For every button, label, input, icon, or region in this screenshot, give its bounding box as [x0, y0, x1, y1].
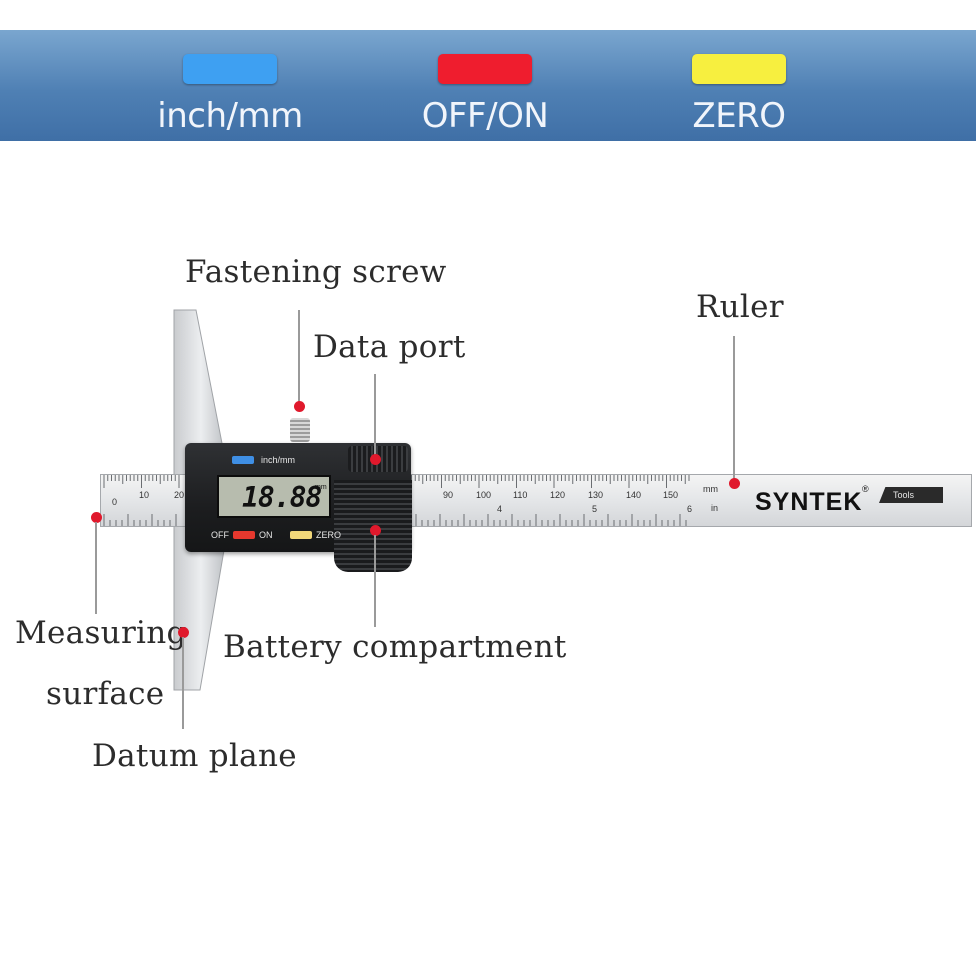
fastening-screw-marker: [294, 401, 305, 412]
inch-scale-label: 5: [592, 504, 598, 514]
inch-scale-label: 4: [497, 504, 503, 514]
on-button-label: ON: [259, 530, 273, 540]
mm-scale-label: 20: [174, 490, 185, 500]
registered-mark: ®: [862, 484, 869, 494]
measuring-surface-leader: [95, 522, 97, 614]
mm-scale-label: 120: [550, 490, 566, 500]
inch-mm-button-label: inch/mm: [261, 455, 296, 465]
datum-plane-marker: [178, 627, 189, 638]
mm-scale-label: 0: [112, 497, 118, 507]
datum-plane-label: Datum plane: [92, 738, 297, 774]
inch-mm-key-label: inch/mm: [157, 96, 303, 136]
brand-logo: SYNTEK: [755, 488, 863, 516]
inch-unit-label: in: [711, 503, 719, 513]
lcd-display: [217, 475, 331, 518]
mm-scale-label: 10: [139, 490, 150, 500]
data-port-leader: [374, 374, 376, 458]
off-button-label: OFF: [211, 530, 229, 540]
inch-mm-button: [232, 456, 254, 464]
mm-scale-label: 90: [443, 490, 454, 500]
tools-tag: Tools: [879, 487, 943, 503]
zero-button: [290, 531, 312, 539]
battery-compartment-marker: [370, 525, 381, 536]
off-on-key-label: OFF/ON: [421, 96, 549, 136]
zero-key-label: ZERO: [692, 96, 786, 136]
zero-button-label: ZERO: [316, 530, 342, 540]
ruler-marker: [729, 478, 740, 489]
off-on-key-swatch: [438, 54, 532, 84]
inch-mm-key-swatch: [183, 54, 277, 84]
mm-scale-label: 150: [663, 490, 679, 500]
off-on-button: [233, 531, 255, 539]
button-legend-banner: inch/mm OFF/ON ZERO: [0, 30, 976, 141]
lcd-reading: 18.88: [242, 481, 322, 514]
inch-scale-label: 6: [687, 504, 693, 514]
mm-scale-label: 130: [588, 490, 604, 500]
measuring-surface-label-line1: Measuring: [15, 615, 187, 651]
mm-unit-label: mm: [703, 484, 718, 494]
data-port-label: Data port: [313, 329, 466, 365]
mm-scale-label: 110: [513, 490, 528, 500]
datum-plane-leader: [182, 637, 184, 729]
mm-scale-label: 100: [476, 490, 492, 500]
ruler-leader: [733, 336, 735, 480]
battery-compartment-label: Battery compartment: [223, 629, 567, 665]
data-port-marker: [370, 454, 381, 465]
fastening-screw: [290, 418, 310, 442]
measuring-surface-marker: [91, 512, 102, 523]
measuring-surface-label-line2: surface: [46, 676, 165, 712]
zero-key-swatch: [692, 54, 786, 84]
lcd-unit: mm: [315, 484, 327, 491]
fastening-screw-leader: [298, 310, 300, 402]
mm-scale-label: 140: [626, 490, 642, 500]
battery-compartment-leader: [374, 535, 376, 627]
fastening-screw-label: Fastening screw: [185, 254, 447, 290]
ruler-label: Ruler: [696, 289, 784, 325]
